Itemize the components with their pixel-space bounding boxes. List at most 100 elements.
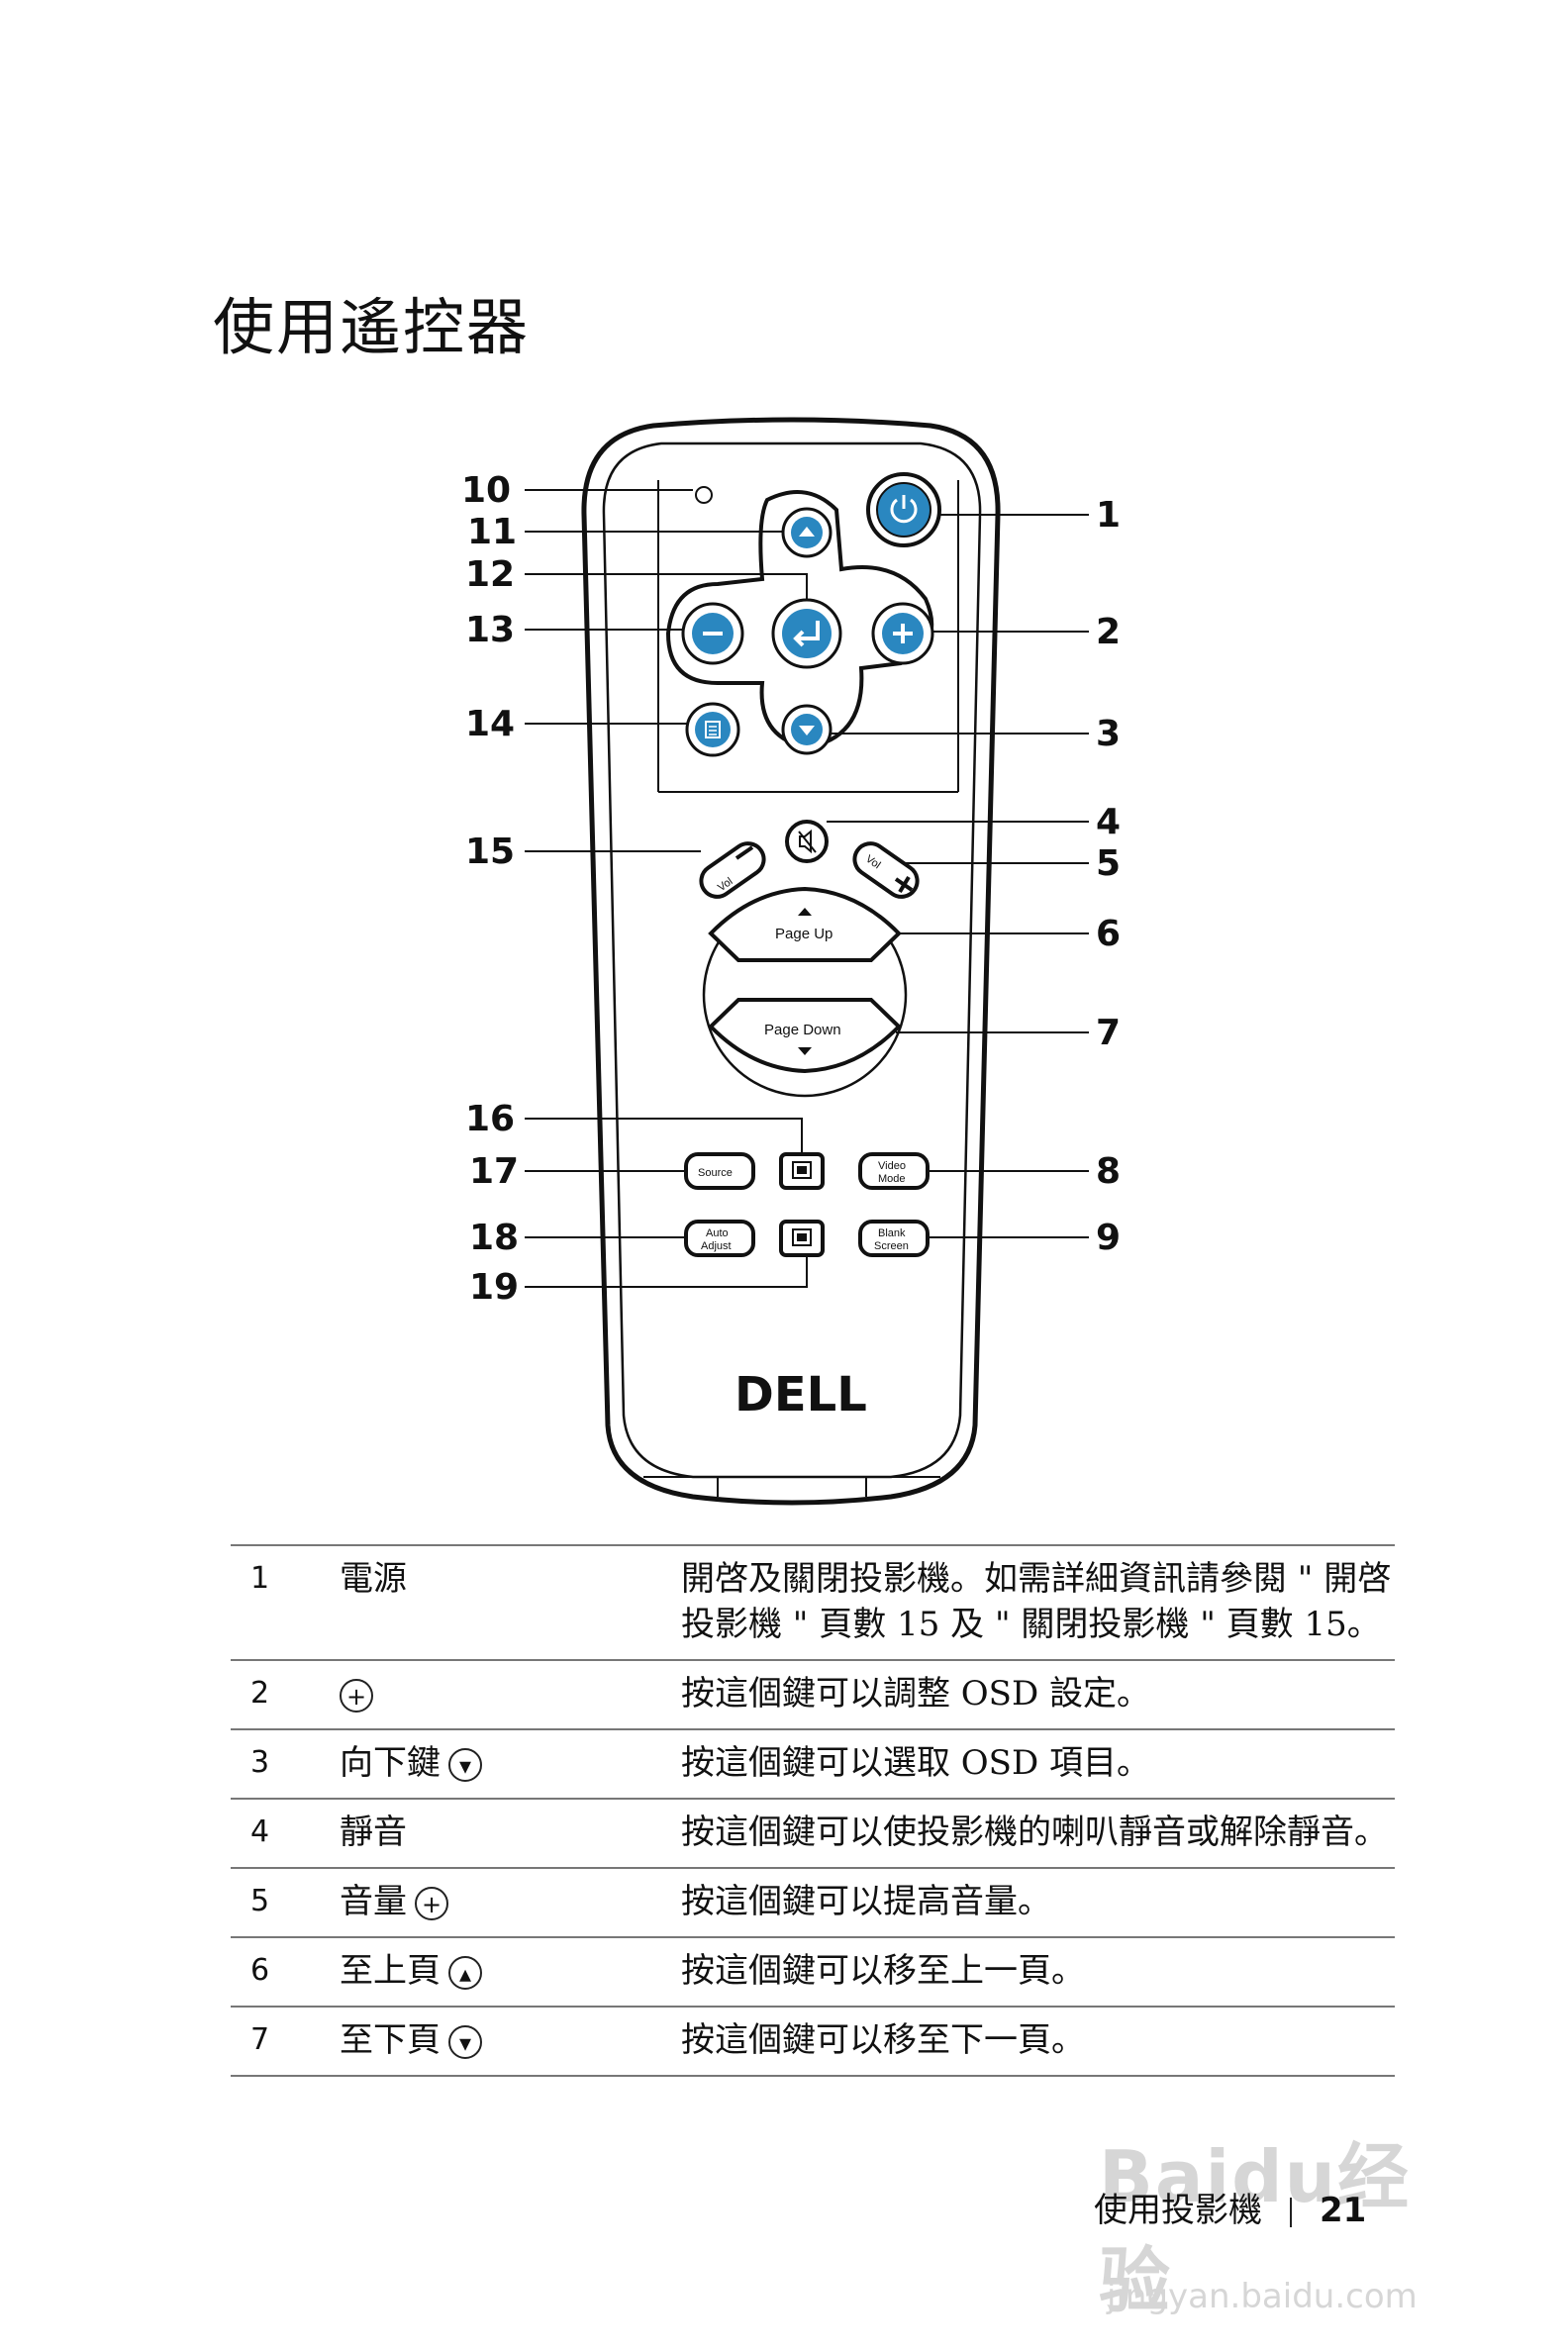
plus-icon <box>893 624 913 643</box>
row-number: 4 <box>250 1814 270 1849</box>
callout-19: 19 <box>469 1267 519 1308</box>
video-mode-label-2: Mode <box>878 1173 906 1185</box>
page-up-button[interactable]: Page Up <box>708 886 902 962</box>
lock-button[interactable] <box>779 1220 825 1257</box>
callout-9: 9 <box>1096 1218 1121 1258</box>
row-description: 按這個鍵可以調整 OSD 設定。 <box>681 1674 1151 1714</box>
row-number: 6 <box>250 1953 270 1988</box>
row-number: 2 <box>250 1676 270 1711</box>
power-button[interactable] <box>876 482 931 538</box>
enter-icon <box>793 621 820 647</box>
vol-plus-button[interactable]: Vol <box>848 837 924 903</box>
callout-lines <box>525 489 1089 1288</box>
watermark-url: jingyan.baidu.com <box>1107 2277 1418 2316</box>
row-number: 1 <box>250 1561 270 1596</box>
row-description: 開啓及關閉投影機。如需詳細資訊請參閱 " 開啓投影機 " 頁數 15 及 " 關… <box>681 1559 1392 1644</box>
blank-screen-label-1: Blank <box>878 1227 906 1239</box>
row-name: 音量+ <box>340 1868 681 1937</box>
table-row: 4 靜音 按這個鍵可以使投影機的喇叭靜音或解除靜音。 <box>231 1799 1395 1868</box>
down-circle-icon: ▾ <box>448 1748 482 1782</box>
callout-12: 12 <box>465 554 515 595</box>
row-name: 向下鍵▾ <box>340 1729 681 1799</box>
callout-18: 18 <box>469 1218 519 1258</box>
blank-screen-label-2: Screen <box>874 1240 909 1252</box>
row-name-text: 電源 <box>340 1559 407 1599</box>
row-description: 按這個鍵可以移至上一頁。 <box>681 1951 1085 1991</box>
mute-icon <box>798 829 817 854</box>
row-number: 7 <box>250 2022 270 2057</box>
power-icon <box>890 498 918 524</box>
table-row: 1 電源 開啓及關閉投影機。如需詳細資訊請參閱 " 開啓投影機 " 頁數 15 及 … <box>231 1545 1395 1660</box>
row-name: 電源 <box>340 1545 681 1660</box>
down-arrow-icon <box>799 726 815 735</box>
callout-14: 14 <box>465 704 515 744</box>
row-name: 靜音 <box>340 1799 681 1868</box>
footer-divider <box>1290 2197 1292 2227</box>
table-row: 2 + 按這個鍵可以調整 OSD 設定。 <box>231 1660 1395 1729</box>
row-name-text: 向下鍵 <box>340 1743 441 1783</box>
row-name-text: 至下頁 <box>340 2020 441 2060</box>
row-description: 按這個鍵可以移至下一頁。 <box>681 2020 1085 2060</box>
row-name: + <box>340 1660 681 1729</box>
dell-logo: DELL <box>735 1367 867 1422</box>
vol-minus-button[interactable]: Vol <box>695 837 770 903</box>
callout-11: 11 <box>467 512 517 552</box>
callout-5: 5 <box>1096 843 1121 884</box>
row-name: 至上頁▴ <box>340 1937 681 2007</box>
up-arrow-icon <box>799 527 815 537</box>
remote-control-diagram: Vol Vol Page Up Page Down Source Video M… <box>461 417 1121 1506</box>
watermark: Baidu经验 <box>1099 2118 1465 2322</box>
menu-button[interactable] <box>695 712 731 747</box>
menu-icon <box>705 721 721 738</box>
page-down-button[interactable]: Page Down <box>708 998 902 1074</box>
page-up-label: Page Up <box>775 926 833 942</box>
page-number: 21 <box>1320 2191 1367 2230</box>
row-number: 3 <box>250 1745 270 1780</box>
callout-7: 7 <box>1096 1013 1121 1053</box>
callout-13: 13 <box>465 610 515 650</box>
row-name-text: 至上頁 <box>340 1951 441 1991</box>
callout-16: 16 <box>465 1099 515 1139</box>
auto-adjust-label-2: Adjust <box>701 1240 732 1252</box>
row-description: 按這個鍵可以使投影機的喇叭靜音或解除靜音。 <box>681 1813 1388 1852</box>
plus-circle-icon: + <box>415 1887 448 1920</box>
callout-17: 17 <box>469 1151 519 1192</box>
up-circle-icon: ▴ <box>448 1956 482 1990</box>
enter-button[interactable] <box>782 609 832 658</box>
callout-2: 2 <box>1096 612 1121 652</box>
page-down-label: Page Down <box>764 1022 841 1038</box>
source-label: Source <box>698 1167 733 1179</box>
plus-circle-icon: + <box>340 1679 373 1713</box>
video-mode-label-1: Video <box>878 1160 906 1172</box>
callout-3: 3 <box>1096 714 1121 754</box>
row-name-text: 靜音 <box>340 1813 407 1852</box>
button-description-table: 1 電源 開啓及關閉投影機。如需詳細資訊請參閱 " 開啓投影機 " 頁數 15 及 … <box>231 1544 1395 2077</box>
callout-8: 8 <box>1096 1151 1121 1192</box>
footer-section: 使用投影機 <box>1094 2191 1262 2230</box>
page-title: 使用遙控器 <box>213 291 531 363</box>
row-description: 按這個鍵可以選取 OSD 項目。 <box>681 1743 1151 1783</box>
callout-10: 10 <box>461 470 511 511</box>
indicator-led <box>695 486 713 504</box>
row-number: 5 <box>250 1884 270 1918</box>
video-mode-button[interactable]: Video Mode <box>858 1152 930 1190</box>
callout-1: 1 <box>1096 495 1121 536</box>
auto-adjust-button[interactable]: Auto Adjust <box>684 1220 755 1257</box>
row-description: 按這個鍵可以提高音量。 <box>681 1882 1051 1921</box>
callout-6: 6 <box>1096 914 1121 954</box>
row-name-text: 音量 <box>340 1882 407 1921</box>
down-circle-icon: ▾ <box>448 2025 482 2059</box>
source-button[interactable]: Source <box>684 1152 755 1190</box>
freeze-button[interactable] <box>779 1152 825 1190</box>
row-name: 至下頁▾ <box>340 2007 681 2076</box>
page-footer: 使用投影機 21 <box>1094 2183 1366 2231</box>
callout-15: 15 <box>465 832 515 872</box>
watermark-brand: Baidu经验 <box>1099 2135 1411 2322</box>
blank-screen-button[interactable]: Blank Screen <box>858 1220 930 1257</box>
callout-4: 4 <box>1096 802 1121 842</box>
auto-adjust-label-1: Auto <box>706 1227 729 1239</box>
